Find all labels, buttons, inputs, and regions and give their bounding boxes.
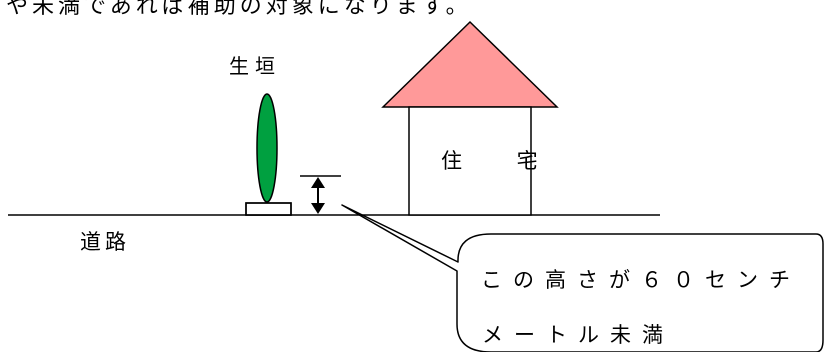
house-label: 住 宅 <box>441 149 562 173</box>
hedge-base-wall <box>245 202 292 216</box>
house-roof <box>381 20 559 108</box>
height-arrow-up <box>311 177 325 188</box>
road-label: 道路 <box>80 230 130 254</box>
house-body <box>408 106 532 216</box>
hedge-base-block <box>245 202 292 216</box>
hedge-foliage <box>256 93 278 203</box>
callout-text-line1: この高さが６０センチ <box>481 268 801 292</box>
hedge-label: 生垣 <box>229 54 281 78</box>
speech-bubble-callout <box>341 204 824 352</box>
height-arrow-down <box>311 203 325 214</box>
intro-text: や未満であれば補助の対象になります。 <box>6 0 472 19</box>
callout-text-line2: メートル未満 <box>482 323 674 347</box>
